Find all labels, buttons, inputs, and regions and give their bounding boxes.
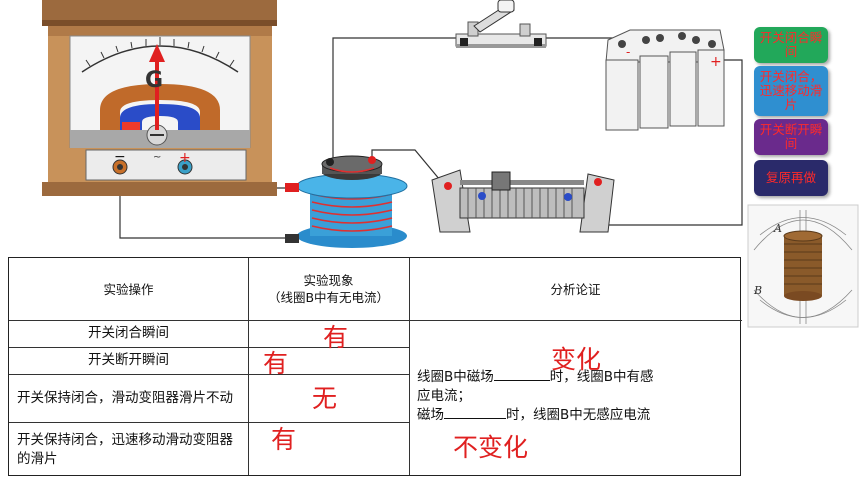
btn-switch-close[interactable]: 开关闭合瞬间 xyxy=(754,27,828,63)
galvanometer: ~ xyxy=(42,0,277,196)
meter-letter: G xyxy=(145,68,163,93)
battery-minus-label: - xyxy=(626,45,630,59)
row-answer-1: 有 xyxy=(323,323,349,352)
experiment-table: 实验操作 实验现象 （线圈B中有无电流） 分析论证 开关闭合瞬间 开关断开瞬间 … xyxy=(8,257,742,476)
row-answer-3: 无 xyxy=(312,384,338,413)
analysis-line1-b: 时，线圈B中有感 xyxy=(549,369,654,385)
coil-photo xyxy=(747,204,859,328)
analysis-line1-a: 线圈B中磁场 xyxy=(417,369,494,385)
header-operation: 实验操作 xyxy=(103,281,154,297)
btn-switch-open[interactable]: 开关断开瞬间 xyxy=(754,119,828,155)
header-phenomenon-line2: （线圈B中有无电流） xyxy=(267,290,390,305)
meter-minus-label: − xyxy=(114,149,126,165)
analysis-line3-b: 时，线圈B中无感应电流 xyxy=(506,407,651,423)
row-answer-2: 有 xyxy=(263,349,289,378)
analysis-line2: 应电流； xyxy=(417,388,471,404)
coil-photo-label-a: A xyxy=(773,222,782,235)
analysis-answer-changed: 变化 xyxy=(551,345,602,374)
row-operation-1: 开关闭合瞬间 xyxy=(88,325,169,341)
analysis-answer-unchanged: 不变化 xyxy=(453,433,529,462)
svg-text:~: ~ xyxy=(153,152,161,163)
meter-plus-label: + xyxy=(179,150,191,166)
row-answer-4: 有 xyxy=(271,425,297,454)
header-analysis: 分析论证 xyxy=(550,281,601,297)
btn-reset[interactable]: 复原再做 xyxy=(754,160,828,196)
header-phenomenon: 实验现象 （线圈B中有无电流） xyxy=(248,258,409,320)
header-phenomenon-line1: 实验现象 xyxy=(303,273,354,288)
btn-switch-close-move-slider[interactable]: 开关闭合，迅速移动滑片 xyxy=(754,66,828,116)
analysis-text: 线圈B中磁场 时，线圈B中有感 应电流； 磁场 时，线圈B中无感应电流 xyxy=(417,368,737,425)
row-operation-4: 开关保持闭合，迅速移动滑动变阻器的滑片 xyxy=(17,431,233,467)
coil-assembly xyxy=(285,155,408,248)
row-operation-2: 开关断开瞬间 xyxy=(88,352,169,368)
coil-photo-label-b: B xyxy=(753,284,762,297)
analysis-line3-a: 磁场 xyxy=(417,407,444,423)
battery-plus-label: + xyxy=(710,54,722,70)
knife-switch[interactable] xyxy=(455,0,547,48)
row-operation-3: 开关保持闭合，滑动变阻器滑片不动 xyxy=(17,389,233,406)
rheostat[interactable] xyxy=(431,169,615,233)
battery xyxy=(605,29,725,131)
